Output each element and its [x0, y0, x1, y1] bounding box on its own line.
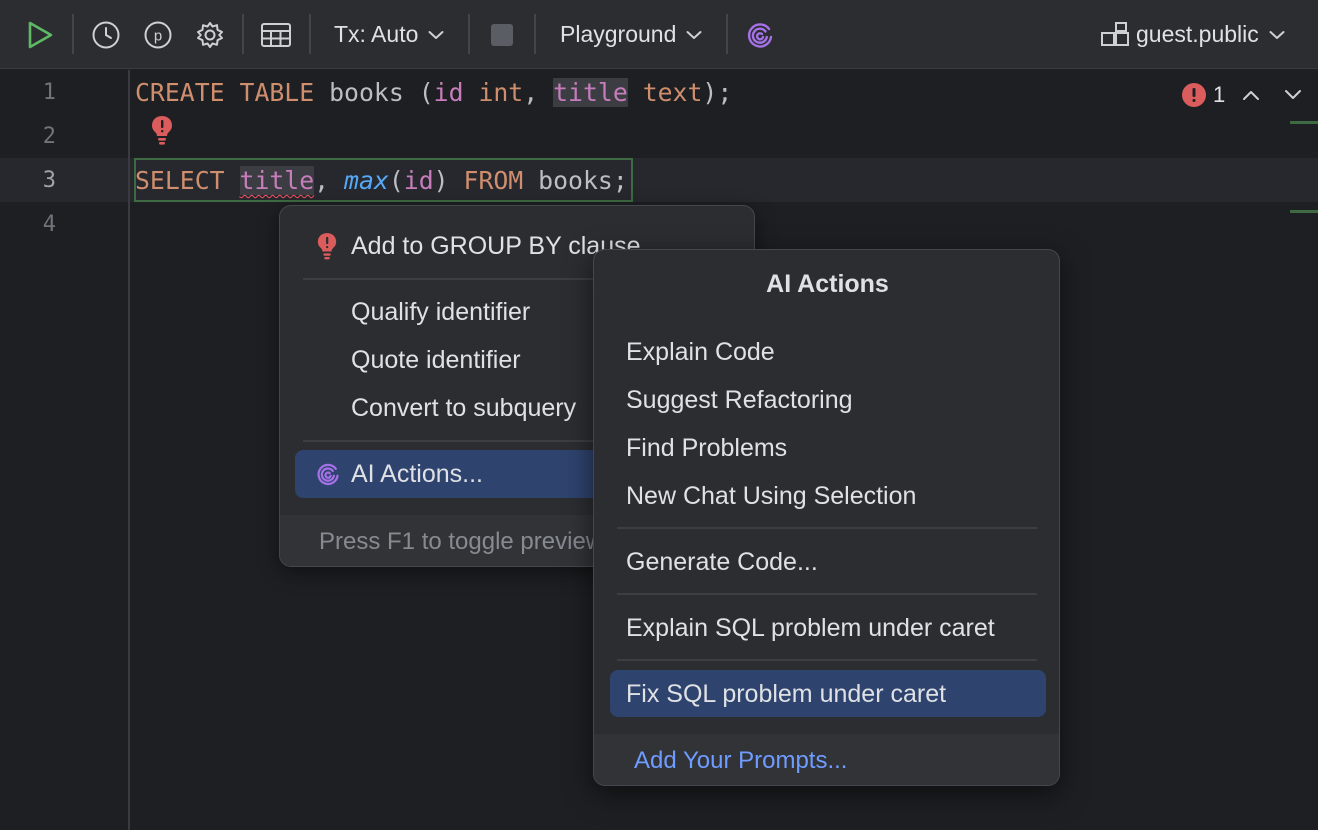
run-icon[interactable] — [26, 0, 54, 69]
transaction-mode-dropdown[interactable]: Tx: Auto — [334, 0, 444, 69]
punctuation: ) — [433, 166, 449, 195]
menu-separator — [617, 593, 1037, 595]
stop-icon[interactable] — [490, 0, 514, 69]
column-name-highlighted: title — [553, 78, 628, 107]
error-bulb-icon — [317, 233, 337, 260]
caret-row-highlight — [0, 158, 1318, 202]
keyword: CREATE — [135, 78, 225, 107]
chevron-down-icon — [686, 30, 702, 39]
menu-item-suggest-refactoring[interactable]: Suggest Refactoring — [626, 386, 853, 414]
table-icon[interactable] — [260, 0, 292, 69]
menu-separator — [303, 440, 733, 442]
toolbar-separator — [534, 14, 536, 54]
menu-item-add-to-group-by[interactable]: Add to GROUP BY clause — [351, 232, 641, 260]
keyword: SELECT — [135, 166, 225, 195]
gear-icon[interactable] — [195, 0, 225, 69]
add-your-prompts-link[interactable]: Add Your Prompts... — [634, 747, 848, 774]
fix-sql-problem-label: Fix SQL problem under caret — [626, 680, 947, 708]
ai-assistant-icon — [317, 463, 339, 486]
function-name: max — [344, 166, 389, 195]
menu-item-qualify-identifier[interactable]: Qualify identifier — [351, 298, 531, 326]
chevron-down-icon — [1269, 30, 1285, 39]
chevron-down-icon — [428, 30, 444, 39]
code-line-3[interactable]: SELECT title, max(id) FROM books; — [135, 159, 628, 203]
menu-item-explain-sql-problem[interactable]: Explain SQL problem under caret — [626, 614, 995, 642]
menu-item-new-chat-using-selection[interactable]: New Chat Using Selection — [626, 482, 917, 510]
main-toolbar: p Tx: Auto Playground — [0, 0, 1318, 69]
identifier: books — [538, 166, 613, 195]
ai-actions-title: AI Actions — [766, 270, 889, 298]
identifier: books — [329, 78, 404, 107]
menu-item-convert-to-subquery[interactable]: Convert to subquery — [351, 394, 577, 422]
line-number: 4 — [42, 212, 56, 237]
code-line-1[interactable]: CREATE TABLE books (id int, title text); — [135, 71, 732, 115]
column-name: id — [433, 78, 464, 107]
menu-item-find-problems[interactable]: Find Problems — [626, 434, 788, 462]
toolbar-separator — [72, 14, 74, 54]
keyword: TABLE — [239, 78, 315, 107]
ai-actions-popup: AI Actions Explain Code Suggest Refactor… — [593, 249, 1060, 786]
punctuation: ( — [418, 78, 434, 107]
punctuation: ; — [612, 166, 628, 195]
playground-dropdown[interactable]: Playground — [560, 0, 702, 69]
toolbar-separator — [242, 14, 244, 54]
line-number: 3 — [42, 168, 56, 193]
current-statement-frame — [134, 158, 633, 202]
punctuation: , — [523, 78, 539, 107]
scrollbar-marker[interactable] — [1290, 121, 1318, 124]
preview-hint: Press F1 to toggle preview — [319, 528, 604, 555]
error-icon — [1182, 83, 1206, 107]
column-name: id — [403, 166, 434, 195]
scrollbar-marker[interactable] — [1290, 210, 1318, 213]
menu-separator — [617, 659, 1037, 661]
schema-selector[interactable]: guest.public — [1100, 0, 1285, 69]
type-keyword: int — [478, 78, 524, 107]
menu-separator — [617, 527, 1037, 529]
ai-assistant-icon[interactable] — [745, 0, 775, 69]
ai-actions-label: AI Actions... — [351, 460, 484, 488]
line-number: 2 — [42, 124, 56, 149]
type-keyword: text — [642, 78, 703, 107]
gutter-divider — [128, 70, 130, 830]
menu-item-generate-code[interactable]: Generate Code... — [626, 548, 818, 576]
next-problem-icon[interactable] — [1283, 80, 1303, 110]
punctuation: ( — [388, 166, 404, 195]
history-icon[interactable] — [91, 0, 121, 69]
schema-icon — [1101, 21, 1129, 46]
svg-text:p: p — [154, 27, 162, 44]
schema-label: guest.public — [1136, 21, 1259, 47]
column-name-error: title — [239, 166, 315, 195]
error-bulb-icon[interactable] — [150, 114, 174, 146]
menu-item-explain-code[interactable]: Explain Code — [626, 338, 775, 366]
toolbar-separator — [726, 14, 728, 54]
error-count: 1 — [1213, 82, 1226, 107]
playground-label: Playground — [560, 21, 677, 47]
popup-footer: Add Your Prompts... — [594, 734, 1059, 785]
toolbar-separator — [468, 14, 470, 54]
menu-separator — [303, 278, 733, 280]
inspections-widget[interactable]: 1 — [1181, 80, 1225, 110]
punctuation: , — [314, 166, 330, 195]
keyword: FROM — [463, 166, 524, 195]
toolbar-separator — [309, 14, 311, 54]
punctuation: ); — [702, 78, 733, 107]
previous-problem-icon[interactable] — [1241, 80, 1261, 110]
transaction-mode-label: Tx: Auto — [334, 21, 419, 47]
menu-item-fix-sql-problem-selected[interactable] — [610, 670, 1046, 717]
line-number: 1 — [42, 80, 56, 105]
p-icon[interactable]: p — [143, 0, 173, 69]
menu-item-quote-identifier[interactable]: Quote identifier — [351, 346, 521, 374]
